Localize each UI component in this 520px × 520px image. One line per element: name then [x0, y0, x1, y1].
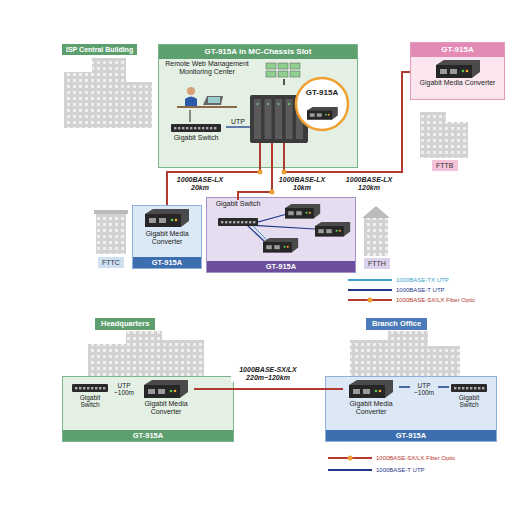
edge-label: 1000BASE-SX/LX 220m~120km	[231, 366, 305, 381]
edge-label: UTP ~100m	[410, 382, 438, 396]
label-holder: 1000BASE-LX 20km	[169, 176, 231, 194]
label-holder: 1000BASE-T UTP	[376, 466, 425, 474]
device-label: Gigabit Media Converter	[133, 230, 201, 246]
isp-building	[64, 58, 152, 128]
device-label: Gigabit Switch	[210, 200, 266, 208]
site-tab: Headquarters	[95, 318, 155, 330]
edge-label: UTP ~100m	[110, 382, 138, 396]
legend-text: 1000BASE-SX/LX Fiber Optic	[396, 296, 475, 304]
connector-line	[190, 110, 191, 122]
legend-text: 1000BASE-SX/LX Fiber Optic	[376, 454, 455, 462]
label-holder: 1000BASE-SX/LX Fiber Optic	[396, 296, 475, 304]
label-holder: 1000BASE-LX 120km	[339, 176, 399, 194]
label-holder: 1000BASE-LX 10km	[275, 176, 329, 194]
label-holder: 1000BASE-SX/LX Fiber Optic	[376, 454, 455, 462]
panel-footer: GT-915A	[133, 257, 201, 268]
device-label: Gigabit Switch	[166, 134, 226, 142]
chassis-box: GT-915A	[250, 80, 350, 143]
label-holder: 1000BASE-TX UTP	[396, 276, 449, 284]
area-label: FTTC	[98, 257, 124, 268]
callout-label: GT-915A	[300, 88, 344, 98]
device-label: Gigabit Media Converter	[343, 400, 399, 416]
fiber-dot	[258, 170, 263, 175]
hq-buildings	[88, 331, 204, 376]
edge-label: 1000BASE-LX 120km	[339, 176, 399, 191]
node-label: Remote Web Management Monitoring Center	[163, 60, 251, 76]
site-tab: Branch Office	[366, 318, 427, 330]
site-panel: HeadquartersGT-915AGigabit SwitchGigabit…	[62, 376, 234, 442]
label-holder: UTP ~100m	[410, 381, 438, 399]
legend-text: 1000BASE-T UTP	[376, 466, 425, 474]
chassis-panel: GT-915A in MC-Chassis SlotRemote Web Man…	[158, 44, 358, 168]
legend-swatch	[348, 279, 392, 281]
converter-box: Gigabit Media Converter	[343, 380, 399, 418]
panel-heading: GT-915A in MC-Chassis Slot	[159, 45, 357, 59]
label-holder: 1000BASE-T UTP	[396, 286, 445, 294]
edge-label: UTP	[230, 118, 246, 126]
area-label: FTTH	[364, 258, 390, 269]
fttc-panel: Gigabit Media ConverterGT-915A	[132, 205, 202, 269]
fiber-dot	[282, 170, 287, 175]
branch-buildings	[350, 331, 460, 376]
fiber-dot	[348, 456, 353, 461]
label-holder: ISP Central Building	[62, 44, 137, 55]
panel-footer: GT-915A	[326, 430, 496, 441]
device-label: Gigabit Media Converter	[411, 79, 504, 87]
connector-line	[226, 126, 250, 127]
panel-heading: GT-915A	[411, 43, 504, 57]
area-label: FTTB	[432, 160, 458, 171]
ftth-panel: GT-915A Gigabit Switch	[206, 197, 356, 273]
edge-label: 1000BASE-LX 10km	[275, 176, 329, 191]
legend-swatch	[348, 289, 392, 291]
label-holder: UTP ~100m	[110, 381, 138, 399]
edge-label: 1000BASE-LX 20km	[169, 176, 231, 191]
ftth-building	[362, 206, 390, 256]
connector-line	[194, 388, 343, 390]
legend-text: 1000BASE-T UTP	[396, 286, 445, 294]
label-holder: FTTH	[364, 258, 390, 269]
switch-box: Gigabit Switch	[449, 382, 489, 412]
fiber-dot	[270, 190, 275, 195]
legend-swatch	[328, 469, 372, 471]
fttb-panel: GT-915A Gigabit Media Converter	[410, 42, 505, 100]
converter-box: Gigabit Media Converter	[138, 380, 194, 418]
device-label: Gigabit Switch	[70, 394, 110, 409]
switch-box: Gigabit Switch	[210, 200, 266, 228]
fttb-building	[420, 112, 468, 158]
fttc-building	[94, 210, 128, 254]
panel-footer: GT-915A	[63, 430, 233, 441]
fiber-dot	[368, 298, 373, 303]
label-holder: FTTC	[98, 257, 124, 268]
label-holder: UTP	[226, 110, 250, 128]
panel-footer: GT-915A	[207, 261, 355, 272]
switch-box: Gigabit Switch	[166, 122, 226, 156]
device-label: Gigabit Media Converter	[138, 400, 194, 416]
label-holder: 1000BASE-SX/LX 220m~120km	[231, 366, 305, 384]
switch-box: Gigabit Switch	[70, 382, 110, 412]
area-label: ISP Central Building	[62, 44, 137, 55]
monitoring-center: Remote Web Management Monitoring Center	[163, 58, 251, 110]
label-holder: FTTB	[432, 160, 458, 171]
legend-text: 1000BASE-TX UTP	[396, 276, 449, 284]
device-label: Gigabit Switch	[449, 394, 489, 409]
